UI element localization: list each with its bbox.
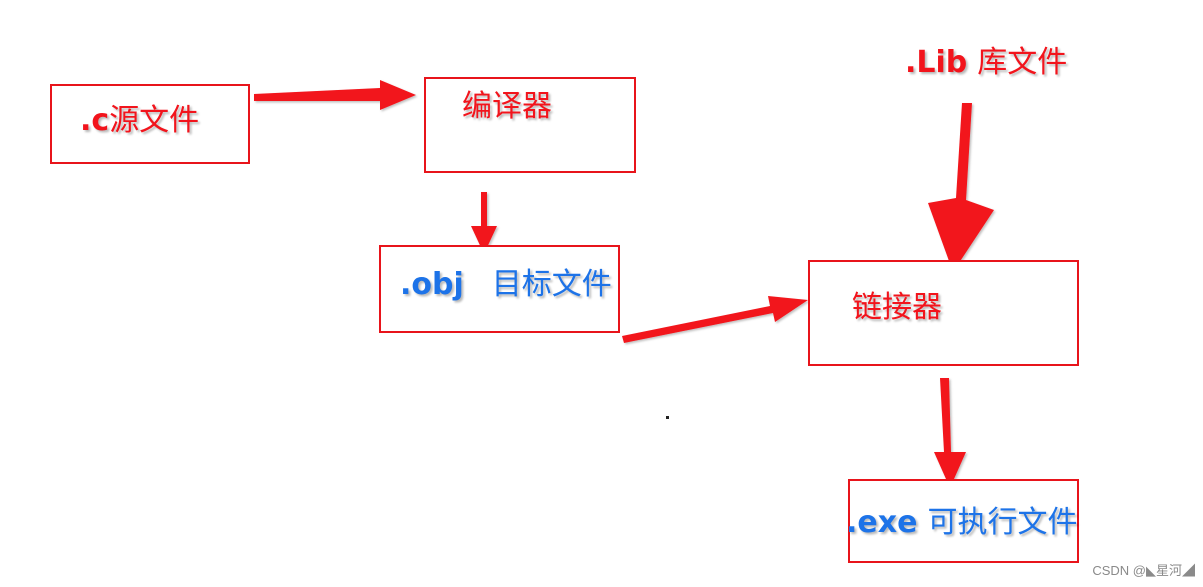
compiler-label: 编译器 xyxy=(462,92,552,122)
executable-label: .exe 可执行文件 xyxy=(846,508,1077,538)
executable-name: 可执行文件 xyxy=(927,505,1078,540)
watermark: CSDN @◣星河◢ xyxy=(1092,563,1195,578)
library-name: 库文件 xyxy=(977,45,1068,80)
linker-label: 链接器 xyxy=(852,293,942,323)
compiler-name: 编译器 xyxy=(462,89,552,124)
arrow-compiler-to-object xyxy=(471,192,497,254)
source-name: 源文件 xyxy=(109,103,200,138)
arrow-object-to-linker xyxy=(622,296,808,343)
executable-ext: .exe xyxy=(846,505,918,540)
library-label: .Lib 库文件 xyxy=(905,48,1067,78)
executable-box xyxy=(848,479,1079,563)
arrow-linker-to-executable xyxy=(934,378,966,488)
source-file-label: .c源文件 xyxy=(80,106,199,136)
source-ext: .c xyxy=(80,103,110,138)
object-file-box xyxy=(379,245,620,333)
linker-box xyxy=(808,260,1079,366)
source-file-box xyxy=(50,84,250,164)
linker-name: 链接器 xyxy=(852,290,942,325)
arrow-source-to-compiler xyxy=(254,80,416,110)
object-name: 目标文件 xyxy=(491,267,612,302)
arrow-library-to-linker xyxy=(928,103,994,272)
library-ext: .Lib xyxy=(905,45,968,80)
object-ext: .obj xyxy=(400,267,464,302)
compiler-box xyxy=(424,77,636,173)
stray-dot xyxy=(666,416,669,419)
object-file-label: .obj 目标文件 xyxy=(400,270,612,300)
